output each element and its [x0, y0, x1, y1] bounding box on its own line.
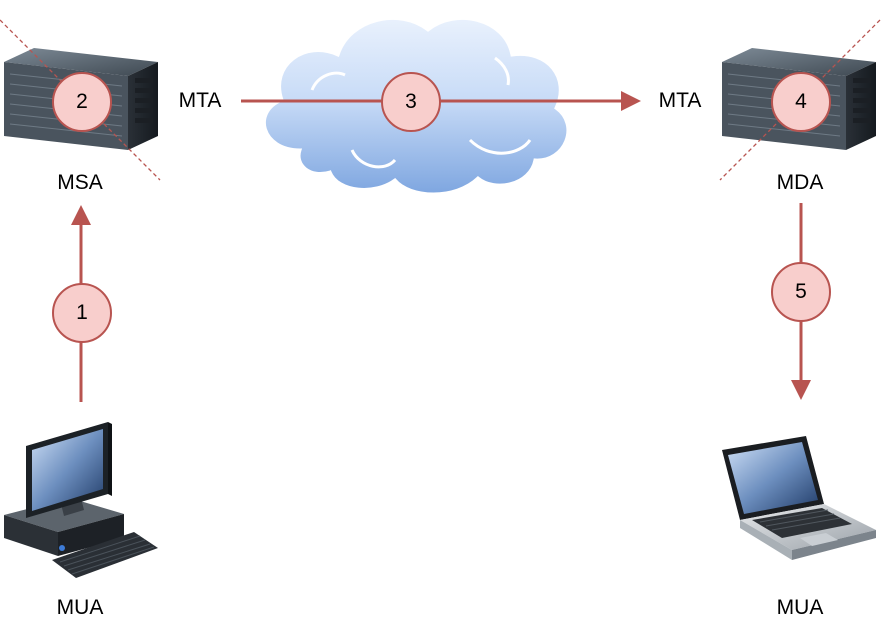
- step-badge-5: 5: [771, 262, 831, 322]
- mua-sender-label: MUA: [56, 596, 104, 619]
- step-badge-4: 4: [771, 72, 831, 132]
- step-badge-1: 1: [52, 283, 112, 343]
- step-badge-2: 2: [52, 72, 112, 132]
- mta-left-label: MTA: [178, 89, 222, 112]
- mda-label: MDA: [776, 171, 824, 194]
- msa-label: MSA: [57, 171, 103, 194]
- mua-receiver-label: MUA: [776, 596, 824, 619]
- step-number: 5: [795, 280, 807, 303]
- step-number: 1: [76, 301, 88, 324]
- step-number: 4: [795, 90, 807, 113]
- laptop-icon: [722, 436, 876, 560]
- desktop-computer-icon: [4, 422, 158, 578]
- step-number: 3: [405, 90, 417, 113]
- step-number: 2: [76, 90, 88, 113]
- mta-right-label: MTA: [658, 89, 702, 112]
- step-badge-3: 3: [381, 72, 441, 132]
